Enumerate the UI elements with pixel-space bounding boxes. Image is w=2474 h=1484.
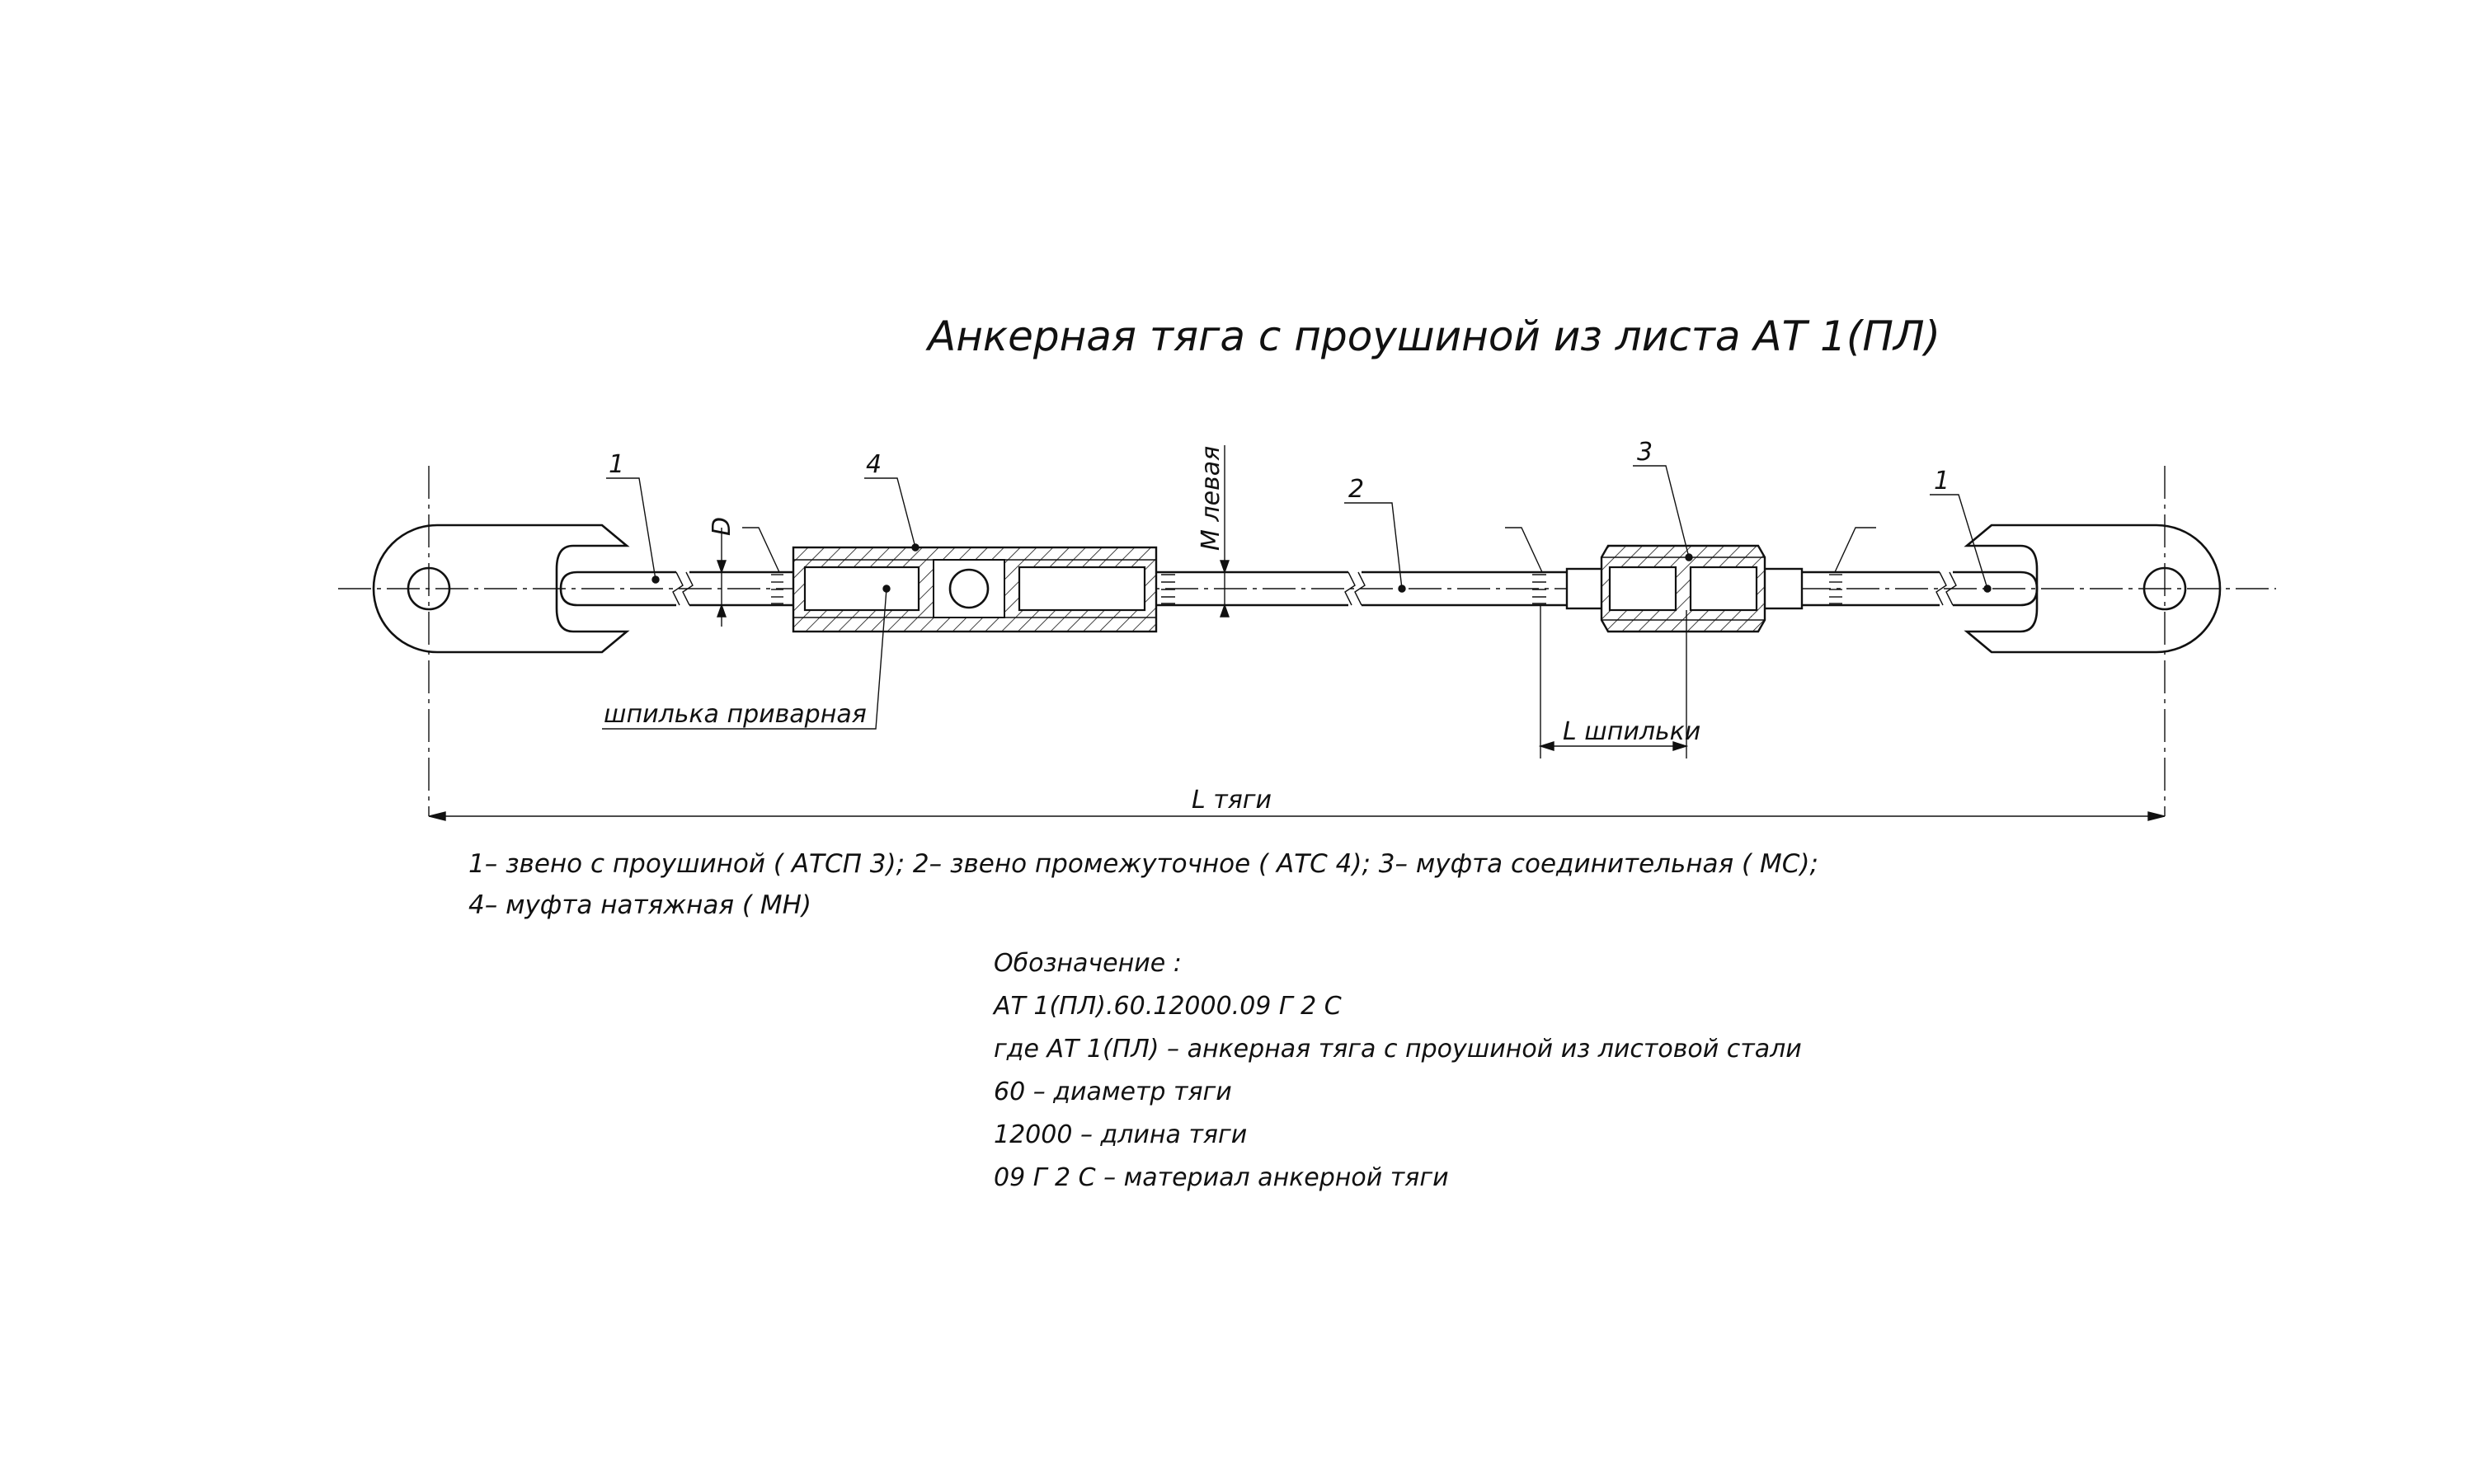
thread-left-dimension (1167, 445, 1233, 618)
callout-2: 2 (1348, 475, 1364, 504)
designation-material: 09 Г 2 С – материал анкерной тяги (994, 1163, 1449, 1192)
designation-where: где АТ 1(ПЛ) – анкерная тяга с проушиной… (994, 1035, 1802, 1064)
right-link-rod (1802, 571, 2039, 607)
stud-length-dimension (1538, 605, 1689, 758)
callout-1-left: 1 (609, 450, 624, 479)
dimension-d-label: D (708, 517, 736, 536)
left-eye-hole (407, 566, 451, 611)
welded-stud-label: шпилька приварная (604, 700, 867, 729)
left-link-rod (559, 571, 793, 607)
legend-line-2: 4– муфта натяжная ( МН) (468, 890, 811, 920)
tension-coupling (792, 546, 1158, 633)
callout-leaders (606, 465, 1992, 593)
right-eye-hole (2142, 566, 2187, 611)
diameter-dimension (709, 528, 727, 627)
dimension-m-left-label: М левая (1197, 446, 1225, 551)
callout-1-right: 1 (1934, 467, 1950, 495)
thread-markers (742, 527, 1876, 573)
connecting-coupling (1565, 544, 1804, 633)
welded-stud-leader (602, 585, 891, 730)
left-eye-plate (372, 524, 630, 654)
drawing-title: Анкерная тяга с проушиной из листа АТ 1(… (925, 312, 1940, 360)
rod-length-dimension (428, 811, 2166, 821)
designation-heading: Обозначение : (994, 949, 1182, 978)
right-eye-plate (1964, 524, 2222, 654)
designation-length: 12000 – длина тяги (994, 1120, 1247, 1149)
designation-code: АТ 1(ПЛ).60.12000.09 Г 2 С (992, 992, 1342, 1021)
legend-line-1: 1– звено с проушиной ( АТСП 3); 2– звено… (468, 849, 1818, 879)
callout-4: 4 (866, 450, 882, 479)
callout-3: 3 (1637, 438, 1653, 467)
designation-diameter: 60 – диаметр тяги (994, 1078, 1232, 1106)
stud-length-label: L шпильки (1563, 717, 1700, 746)
rod-length-label: L тяги (1192, 786, 1272, 815)
